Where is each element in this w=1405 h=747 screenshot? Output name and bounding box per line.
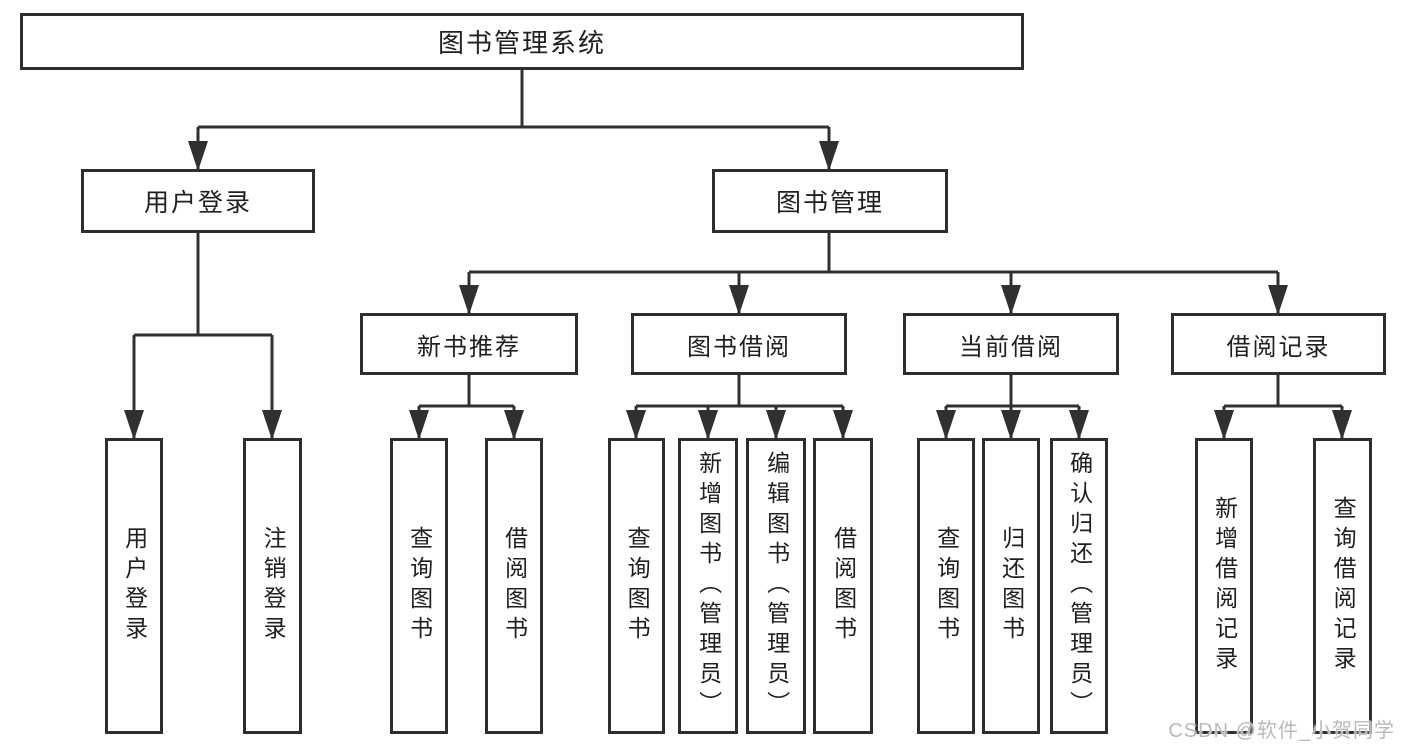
leaf-edit-book-admin: 编辑图书（管理员）: [746, 438, 806, 734]
leaf-logout: 注销登录: [243, 438, 302, 734]
leaf-add-borrow-record: 新增借阅记录: [1195, 438, 1253, 734]
node-label: 图书管理: [775, 189, 884, 217]
leaf-label: 确认归还（管理员）: [1066, 451, 1093, 721]
records-leaves-connector: [1222, 375, 1344, 438]
node-label: 图书借阅: [687, 333, 791, 361]
arrow-down-icon: [833, 410, 853, 440]
leaf-label: 借阅图书: [830, 526, 857, 646]
book-branch-connector: [467, 233, 1280, 314]
node-label: 借阅记录: [1226, 333, 1331, 361]
arrow-down-icon: [409, 410, 429, 440]
leaf-label: 注销登录: [260, 526, 287, 646]
leaf-query-books-recommend: 查询图书: [390, 438, 448, 734]
node-user-login-branch: 用户登录: [81, 169, 315, 233]
arrow-down-icon: [1001, 285, 1021, 315]
leaf-label: 新增图书（管理员）: [695, 451, 722, 721]
arrow-down-icon: [936, 410, 956, 440]
leaf-label: 查询图书: [406, 526, 433, 646]
leaf-query-books-current: 查询图书: [917, 438, 975, 734]
node-label: 用户登录: [143, 189, 252, 217]
arrow-down-icon: [698, 410, 718, 440]
arrow-down-icon: [1214, 410, 1234, 440]
leaf-query-books-borrowing: 查询图书: [608, 438, 665, 734]
node-label: 新书推荐: [417, 333, 521, 361]
arrow-down-icon: [626, 410, 646, 440]
leaf-label: 归还图书: [998, 526, 1025, 646]
leaf-label: 借阅图书: [501, 526, 528, 646]
node-borrowing-records: 借阅记录: [1171, 313, 1386, 375]
leaf-confirm-return-admin: 确认归还（管理员）: [1050, 438, 1108, 734]
arrow-down-icon: [1268, 285, 1288, 315]
leaf-return-book: 归还图书: [982, 438, 1040, 734]
recommend-leaves-connector: [417, 375, 516, 438]
leaf-label: 新增借阅记录: [1211, 496, 1238, 676]
leaf-query-borrow-record: 查询借阅记录: [1313, 438, 1372, 734]
arrow-down-icon: [1332, 410, 1352, 440]
node-root: 图书管理系统: [20, 13, 1024, 70]
node-label: 当前借阅: [959, 333, 1063, 361]
leaf-borrow-books-borrowing: 借阅图书: [813, 438, 873, 734]
node-book-management-branch: 图书管理: [712, 169, 948, 233]
arrow-down-icons: [124, 141, 1352, 440]
arrow-down-icon: [262, 410, 282, 440]
leaf-label: 用户登录: [121, 526, 148, 646]
leaf-user-login: 用户登录: [105, 438, 163, 734]
arrow-down-icon: [124, 410, 144, 440]
leaf-label: 编辑图书（管理员）: [763, 451, 790, 721]
leaf-borrow-books-recommend: 借阅图书: [485, 438, 543, 734]
arrow-down-icon: [1069, 410, 1089, 440]
arrow-down-icon: [1001, 410, 1021, 440]
leaf-add-book-admin: 新增图书（管理员）: [678, 438, 738, 734]
user-branch-connector: [132, 233, 274, 438]
arrow-down-icon: [188, 141, 208, 171]
root-to-level2-connector: [196, 70, 831, 170]
borrow-leaves-connector: [634, 375, 845, 438]
arrow-down-icon: [819, 141, 839, 171]
node-book-borrowing: 图书借阅: [631, 313, 847, 375]
arrow-down-icon: [729, 285, 749, 315]
leaf-label: 查询借阅记录: [1330, 496, 1357, 676]
csdn-watermark: CSDN @软件_小贺同学: [1168, 720, 1395, 742]
node-current-borrowing: 当前借阅: [903, 313, 1119, 375]
leaf-label: 查询图书: [624, 526, 651, 646]
node-root-label: 图书管理系统: [437, 28, 606, 58]
arrow-down-icon: [504, 410, 524, 440]
arrow-down-icon: [766, 410, 786, 440]
node-new-book-recommend: 新书推荐: [360, 313, 578, 375]
leaf-label: 查询图书: [933, 526, 960, 646]
arrow-down-icon: [459, 285, 479, 315]
